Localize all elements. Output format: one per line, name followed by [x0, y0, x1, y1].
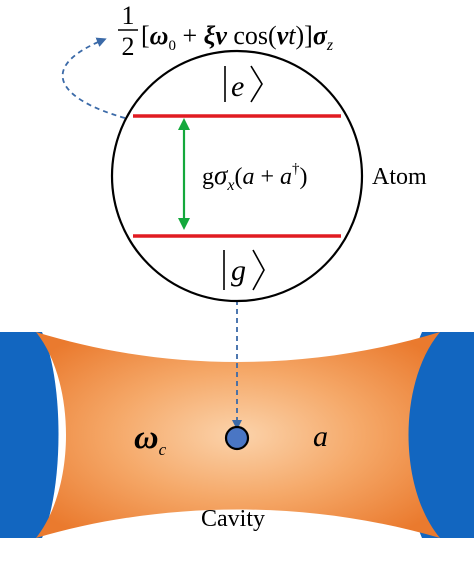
equation-half-numerator: 1	[122, 1, 135, 30]
cavity-frequency-label: ωc	[134, 419, 167, 459]
equation-body: [ω0 + ξν cos(νt)]σz	[141, 21, 334, 54]
left-mirror	[0, 332, 59, 538]
equation-half-denominator: 2	[122, 32, 135, 61]
excited-ket-angle	[250, 65, 263, 103]
coupling-term: gσx(a + a†)	[202, 160, 307, 194]
cavity-label: Cavity	[201, 506, 265, 532]
excited-state-label: e	[231, 70, 244, 103]
dashed-arrow-to-equation	[61, 37, 126, 119]
ground-state-label: g	[231, 254, 246, 287]
atom-circle	[110, 49, 364, 303]
right-mirror	[405, 332, 474, 538]
atom-dot	[224, 425, 250, 451]
cavity-mode-label: a	[313, 420, 328, 453]
ground-ket-angle	[252, 249, 265, 291]
atom-label: Atom	[372, 164, 427, 190]
